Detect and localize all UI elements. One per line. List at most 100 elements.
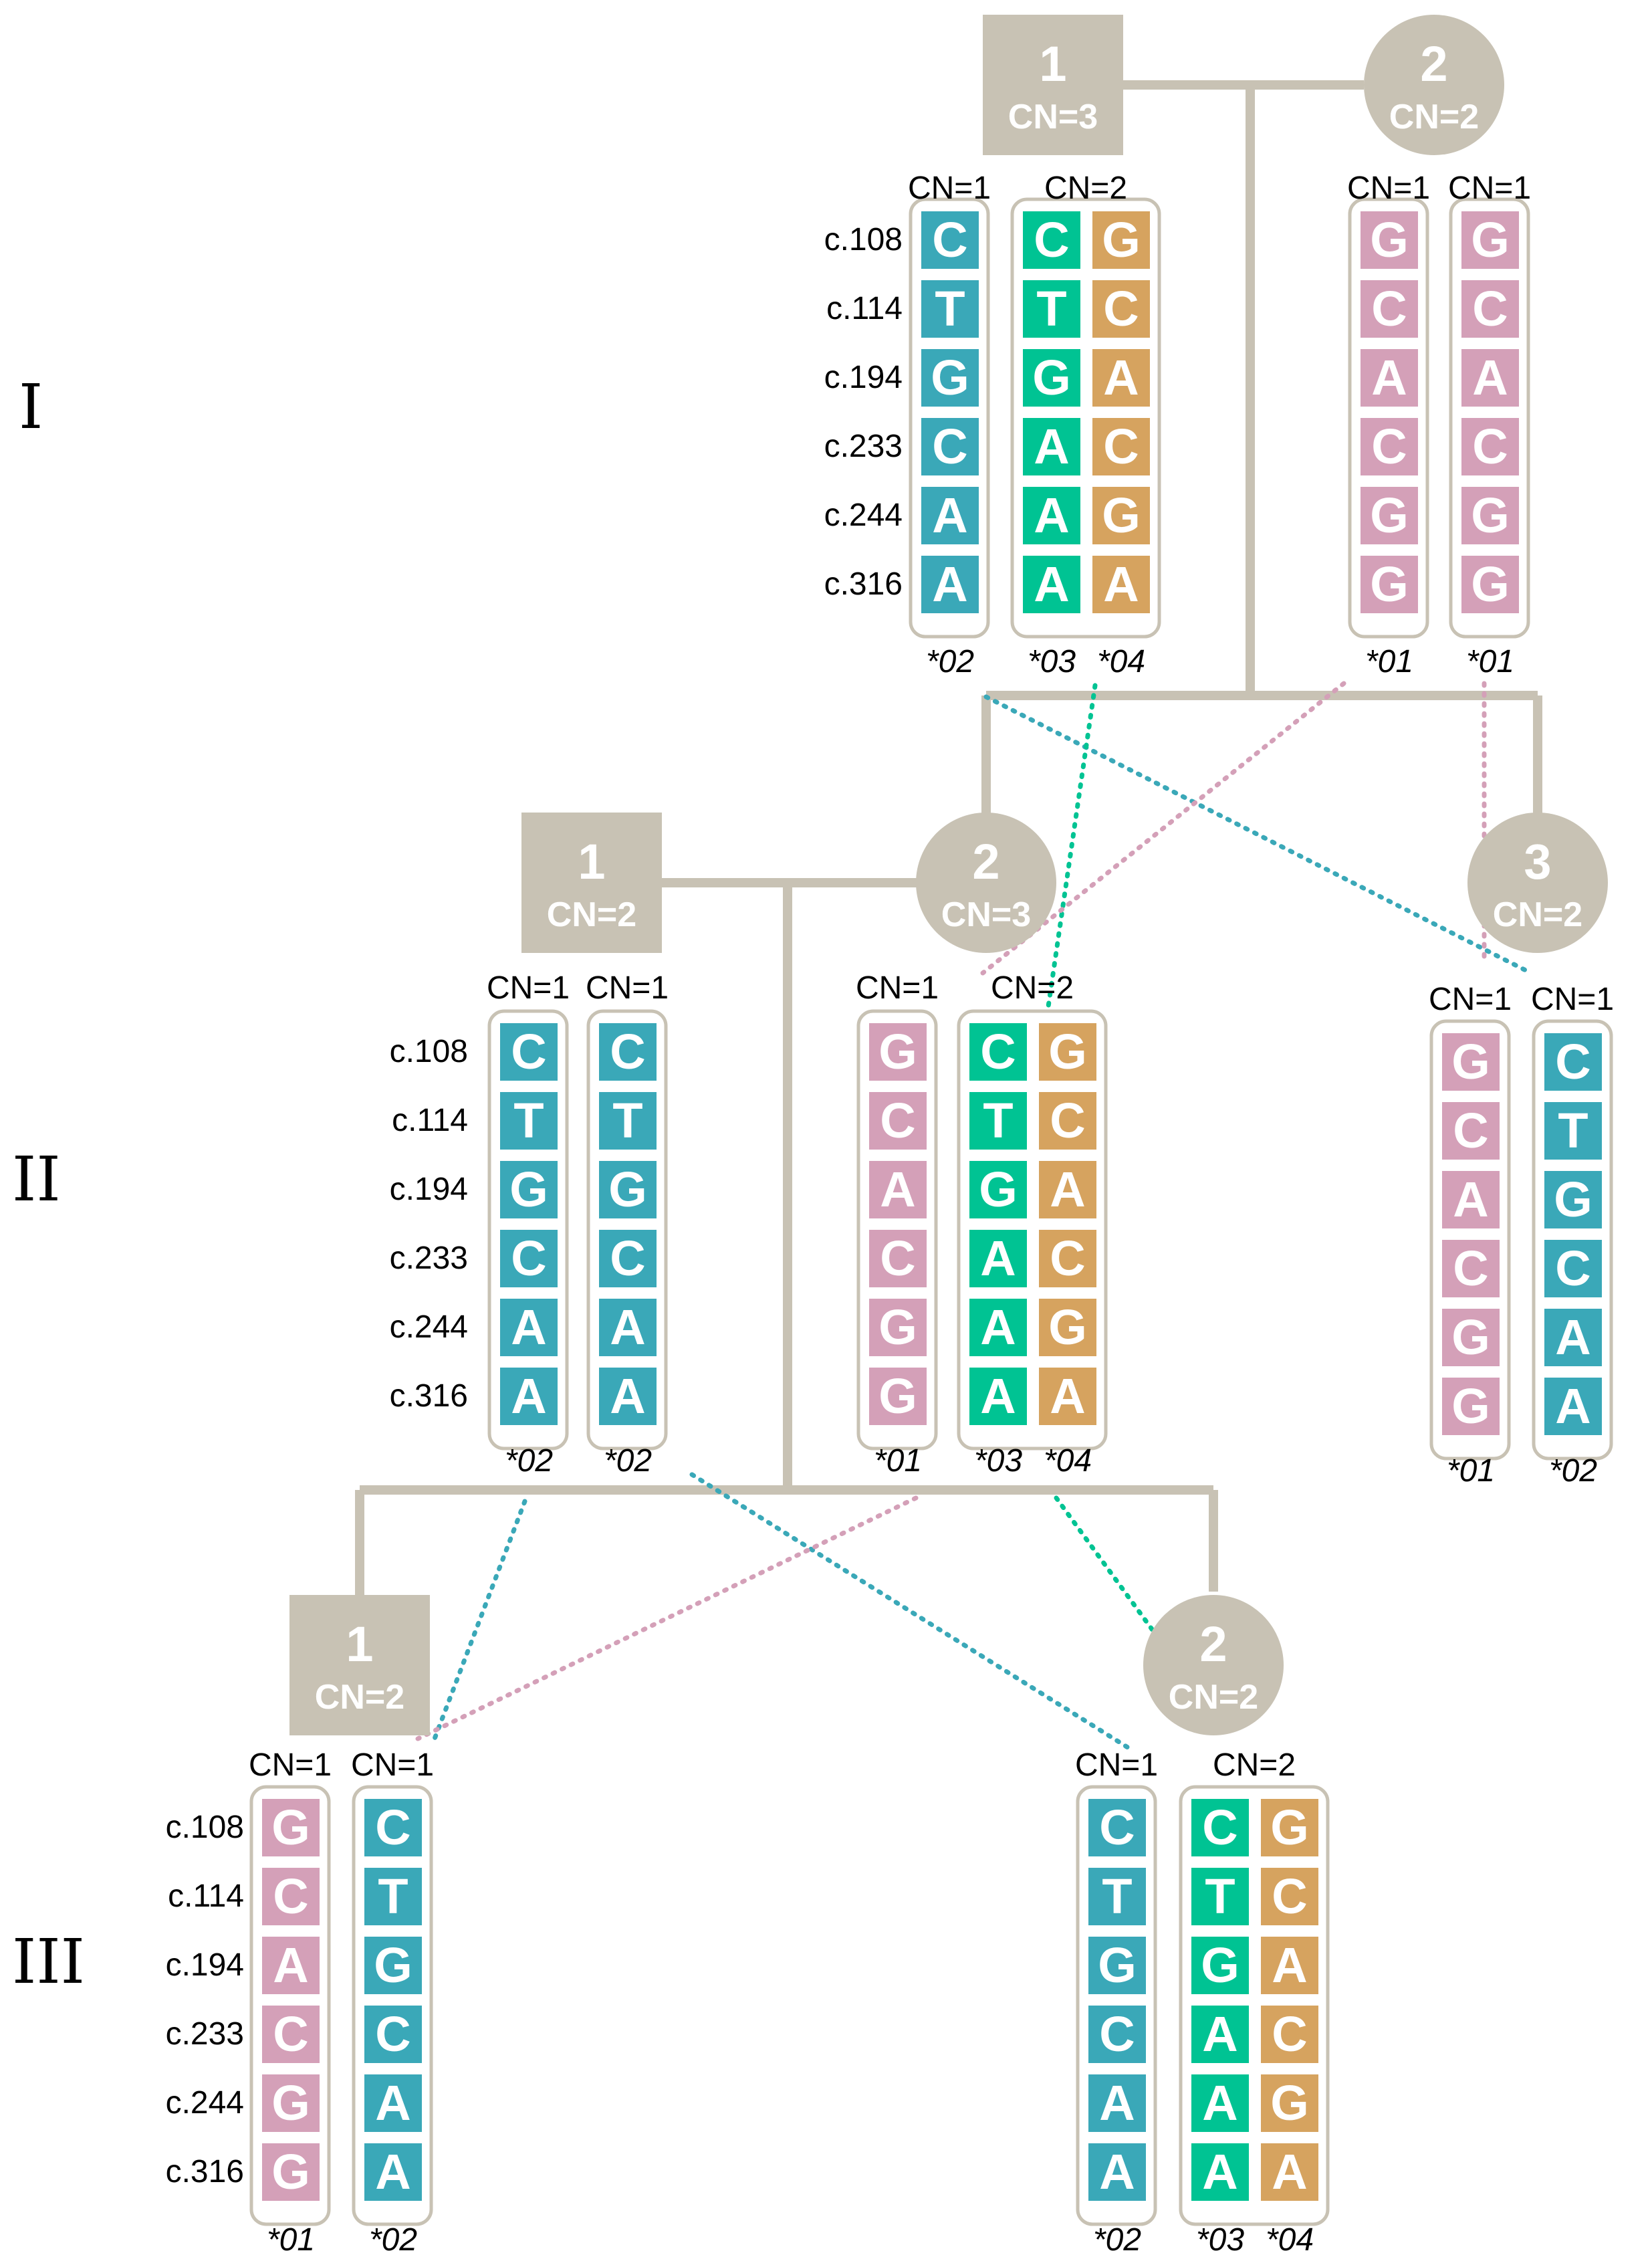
base-cell [1544, 1240, 1602, 1297]
pedigree-node-III-2: 2CN=2 [1143, 1595, 1284, 1735]
individual-copy-number: CN=3 [1008, 98, 1098, 136]
base-letter: G [271, 2075, 310, 2131]
pedigree-node-III-1: 1CN=2 [289, 1595, 430, 1735]
base-cell [1442, 1240, 1500, 1297]
allele-name-label: *02 [1093, 2222, 1141, 2258]
variant-position-label: c.233 [390, 1241, 468, 1276]
base-letter: C [610, 1230, 645, 1286]
group-copy-number-label: CN=1 [1429, 982, 1512, 1017]
base-cell [1461, 556, 1519, 613]
base-letter: T [935, 281, 965, 336]
base-cell [364, 1799, 422, 1856]
base-cell [599, 1230, 657, 1287]
base-cell [969, 1092, 1027, 1150]
base-letter: A [273, 1937, 308, 1993]
generation-label-2: II [12, 1144, 61, 1215]
base-cell [869, 1092, 927, 1150]
base-letter: G [1554, 1172, 1592, 1227]
base-letter: A [511, 1368, 546, 1424]
base-letter: G [878, 1299, 917, 1355]
group-copy-number-label: CN=1 [908, 171, 991, 206]
group-copy-number-label: CN=2 [1213, 1747, 1296, 1783]
base-letter: G [1048, 1299, 1087, 1355]
base-cell [969, 1023, 1027, 1081]
base-letter: G [608, 1162, 647, 1217]
base-cell [969, 1161, 1027, 1218]
base-letter: C [1099, 1800, 1135, 1855]
variant-position-label: c.244 [390, 1309, 468, 1345]
base-letter: G [1201, 1937, 1240, 1993]
base-cell [1191, 1868, 1249, 1925]
variant-position-label: c.108 [824, 222, 903, 257]
base-cell [364, 2143, 422, 2201]
male-square-I-1 [983, 15, 1123, 155]
base-cell [1361, 418, 1418, 475]
base-cell [1261, 1799, 1318, 1856]
base-letter: A [932, 488, 967, 543]
base-cell [921, 487, 979, 544]
female-circle-III-2 [1143, 1595, 1284, 1735]
haplotype-group-box [1449, 197, 1530, 639]
base-letter: C [1472, 419, 1508, 474]
base-letter: C [880, 1230, 915, 1286]
base-letter: G [1451, 1309, 1490, 1365]
pedigree-node-II-3: 3CN=2 [1467, 813, 1608, 953]
base-letter: G [1451, 1034, 1490, 1089]
base-letter: G [1471, 212, 1510, 267]
genotype-panels: c.108c.114c.194c.233c.244c.316CN=1CTGCAA… [166, 171, 1614, 2258]
base-letter: A [1202, 2006, 1237, 2062]
individual-copy-number: CN=2 [1389, 98, 1479, 136]
variant-position-label: c.108 [390, 1034, 468, 1069]
base-cell [921, 349, 979, 407]
base-cell [500, 1368, 558, 1425]
haplotype-group-box [352, 1785, 433, 2226]
base-cell [1442, 1309, 1500, 1366]
base-letter: G [1102, 488, 1141, 543]
base-cell [969, 1368, 1027, 1425]
base-letter: G [878, 1368, 917, 1424]
base-cell [1191, 2074, 1249, 2132]
base-cell [1039, 1023, 1096, 1081]
individual-number: 2 [972, 834, 999, 889]
base-letter: G [509, 1162, 548, 1217]
base-letter: A [1050, 1368, 1085, 1424]
group-copy-number-label: CN=1 [1448, 171, 1531, 206]
base-letter: G [1471, 488, 1510, 543]
haplotype-group-box [1429, 1019, 1511, 1461]
base-cell [1461, 487, 1519, 544]
variant-position-label: c.316 [166, 2154, 244, 2189]
base-letter: C [1202, 1800, 1237, 1855]
base-letter: A [1034, 556, 1069, 612]
base-cell [1361, 487, 1418, 544]
base-letter: A [1099, 2144, 1135, 2199]
haplotype-group-box [957, 1009, 1108, 1450]
base-letter: C [980, 1024, 1016, 1079]
base-cell [1092, 349, 1150, 407]
variant-position-label: c.194 [166, 1947, 244, 1983]
base-letter: A [1371, 350, 1407, 405]
base-cell [1023, 418, 1080, 475]
genotype-panel-I-1: c.108c.114c.194c.233c.244c.316CN=1CTGCAA… [824, 171, 1161, 679]
base-cell [1261, 1868, 1318, 1925]
base-cell [1544, 1309, 1602, 1366]
generation-label-1: I [19, 371, 43, 443]
haplotype-group-box [487, 1009, 569, 1450]
base-cell [1023, 280, 1080, 338]
base-letter: C [1034, 212, 1069, 267]
base-letter: G [1471, 556, 1510, 612]
inheritance-dotted-line [980, 681, 1346, 976]
base-cell [921, 556, 979, 613]
base-letter: G [1032, 350, 1071, 405]
base-cell [364, 1937, 422, 1994]
individual-copy-number: CN=2 [547, 895, 636, 934]
base-cell [1544, 1033, 1602, 1091]
individual-copy-number: CN=2 [1493, 895, 1582, 934]
base-letter: A [375, 2144, 410, 2199]
base-cell [1092, 280, 1150, 338]
base-letter: G [374, 1937, 412, 1993]
base-cell [262, 1868, 320, 1925]
base-letter: A [1555, 1378, 1590, 1434]
allele-name-label: *02 [604, 1443, 652, 1479]
